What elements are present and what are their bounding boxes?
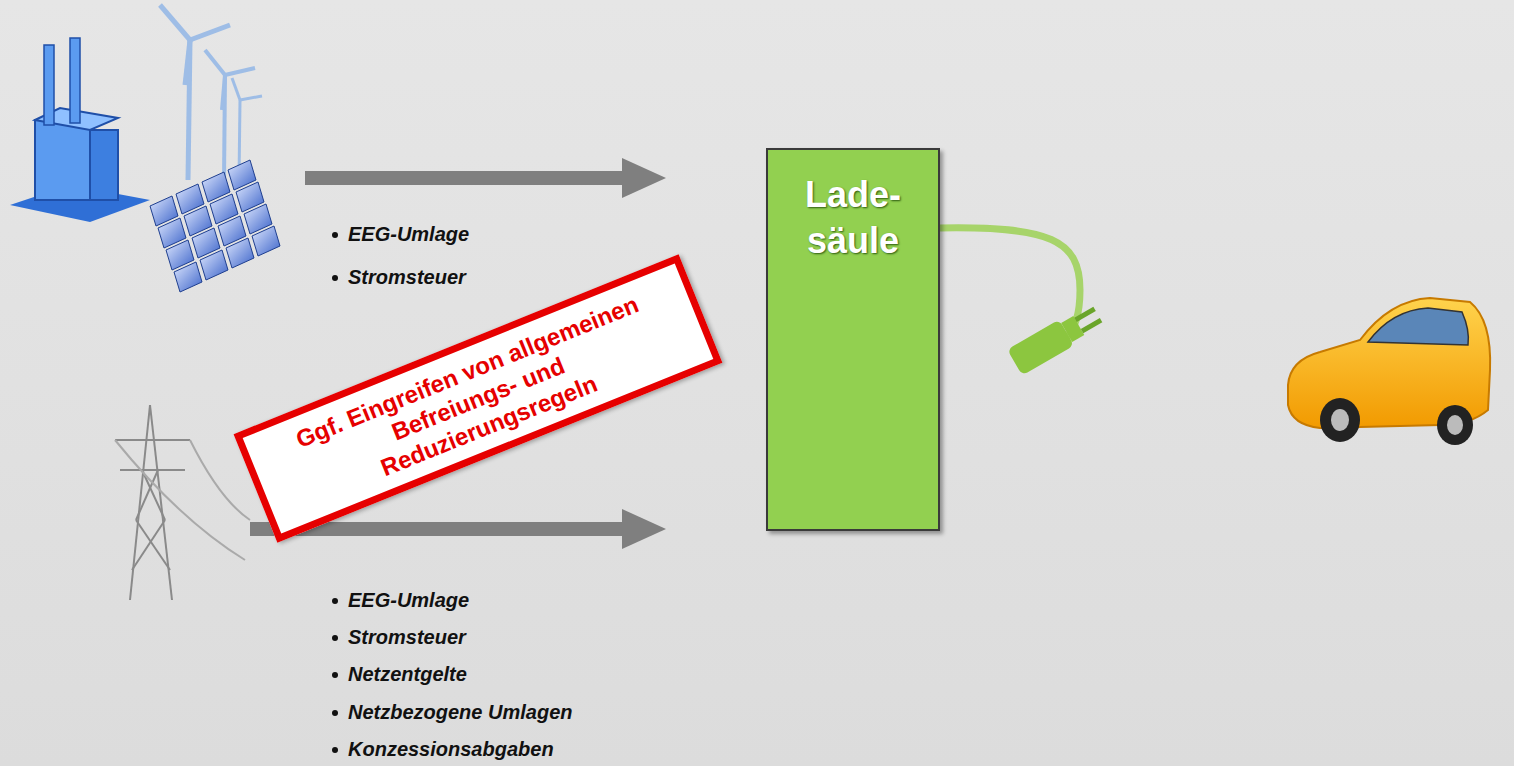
bullet <box>332 635 338 641</box>
bullet <box>332 275 338 281</box>
charging-station-box: Lade- säule <box>766 148 940 531</box>
bullet <box>332 672 338 678</box>
cost-item: EEG-Umlage <box>348 588 469 612</box>
cost-item: EEG-Umlage <box>348 222 469 246</box>
cost-item: Netzbezogene Umlagen <box>348 700 572 724</box>
bullet <box>332 598 338 604</box>
charging-cable <box>940 228 1105 376</box>
cost-item: Stromsteuer <box>348 265 466 289</box>
cost-item: Netzentgelte <box>348 662 467 686</box>
bullet <box>332 710 338 716</box>
bullet <box>332 747 338 753</box>
car-icon <box>1288 298 1490 445</box>
stamp-box: Ggf. Eingreifen von allgemeinen Befreiun… <box>234 254 723 542</box>
bullet <box>332 232 338 238</box>
power-pylon-icon <box>115 405 250 600</box>
cost-item: Konzessionsabgaben <box>348 737 554 761</box>
power-plant-icon <box>10 38 150 222</box>
stamp-text: Ggf. Eingreifen von allgemeinen Befreiun… <box>267 279 689 517</box>
solar-panel-icon <box>150 160 280 292</box>
cost-item: Stromsteuer <box>348 625 466 649</box>
wind-turbine-icon <box>160 5 262 180</box>
node-label: Lade- säule <box>776 172 930 264</box>
